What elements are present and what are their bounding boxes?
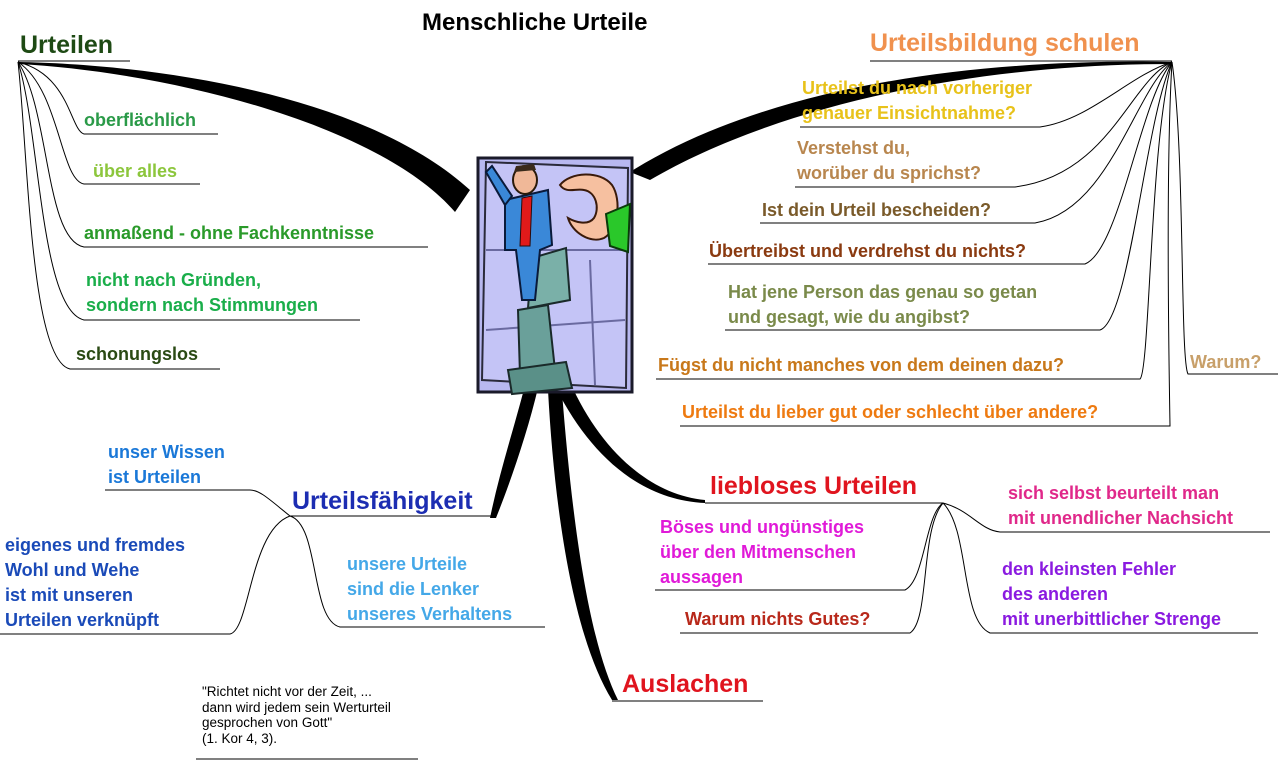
schulen-item-uebertreibst: Übertreibst und verdrehst du nichts?: [709, 241, 1027, 261]
urteilen-item-stimmungen: nicht nach Gründen, sondern nach Stimmun…: [86, 270, 319, 315]
main-branches: [18, 61, 1172, 700]
faehigkeit-connectors: [0, 489, 545, 635]
faehigkeit-item-wohl-wehe: eigenes und fremdes Wohl und Wehe ist mi…: [5, 535, 186, 630]
lieblos-item-strenge: den kleinsten Fehler des anderen mit une…: [1002, 559, 1222, 629]
faehigkeit-item-lenker: unsere Urteile sind die Lenker unseres V…: [347, 554, 513, 624]
schulen-item-gut-schlecht: Urteilst du lieber gut oder schlecht übe…: [682, 402, 1099, 422]
man-on-pedestal-with-judging-hand-icon: [476, 156, 634, 396]
urteilen-item-schonungslos: schonungslos: [76, 344, 199, 364]
page-title: Menschliche Urteile: [422, 9, 648, 36]
branch-auslachen: [548, 390, 618, 700]
lieblos-item-nachsicht: sich selbst beurteilt man mit unendliche…: [1008, 483, 1234, 528]
schulen-item-einsichtnahme: Urteilst du nach vorheriger genauer Eins…: [802, 78, 1033, 123]
lieblos-connectors: [655, 502, 1270, 634]
urteilen-connectors: [17, 60, 428, 370]
branch-urteilsfaehigkeit: [490, 385, 538, 518]
branch-lieblos: [556, 382, 705, 503]
schulen-connectors: [656, 60, 1278, 427]
schulen-item-bescheiden: Ist dein Urteil bescheiden?: [762, 200, 992, 220]
branch-label-urteilsbildung: Urteilsbildung schulen: [870, 29, 1140, 57]
schulen-item-warum: Warum?: [1190, 352, 1262, 372]
urteilen-item-anmassend: anmaßend - ohne Fachkenntnisse: [84, 223, 375, 243]
lieblos-item-warum-nichts-gutes: Warum nichts Gutes?: [685, 609, 871, 629]
schulen-item-fuegst: Fügst du nicht manches von dem deinen da…: [658, 355, 1065, 375]
faehigkeit-item-wissen: unser Wissen ist Urteilen: [108, 442, 225, 487]
branch-label-auslachen: Auslachen: [622, 670, 749, 698]
schulen-item-person: Hat jene Person das genau so getan und g…: [728, 282, 1038, 327]
urteilen-item-oberflaechlich: oberflächlich: [84, 110, 197, 130]
schulen-item-verstehst: Verstehst du, worüber du sprichst?: [797, 138, 982, 183]
lieblos-item-boeses: Böses und ungünstiges über den Mitmensch…: [660, 517, 865, 587]
bible-quote: "Richtet nicht vor der Zeit, ... dann wi…: [202, 684, 391, 746]
branch-label-urteilen: Urteilen: [20, 31, 114, 59]
urteilen-item-ueber-alles: über alles: [93, 161, 178, 181]
branch-label-lieblos: liebloses Urteilen: [710, 472, 918, 500]
branch-urteilsbildung: [630, 61, 1172, 180]
branch-urteilen: [18, 62, 470, 212]
branch-label-urteilsfaehigkeit: Urteilsfähigkeit: [292, 487, 473, 515]
